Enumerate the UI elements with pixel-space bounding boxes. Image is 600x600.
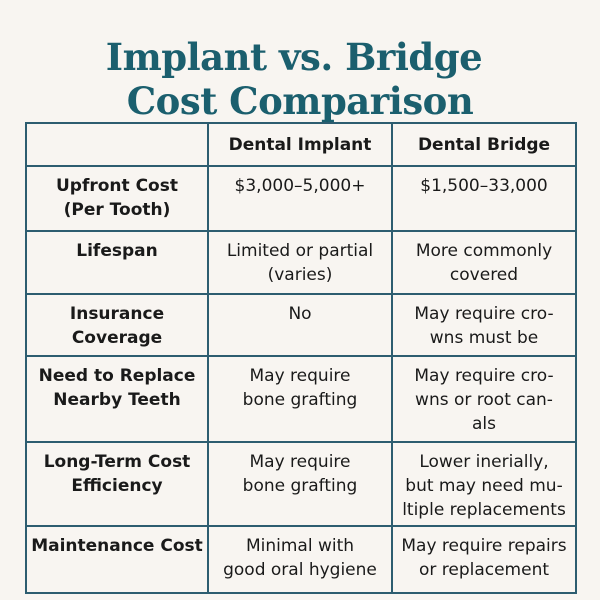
row-label-line: Maintenance Cost [31,536,203,556]
implant-cell: $3,000–5,000+ [207,165,393,232]
cell-line: $1,500–33,000 [420,176,548,196]
row-label-line: Lifespan [76,241,158,261]
row-label: Maintenance Cost [25,525,209,594]
header-empty-cell [25,122,209,167]
row-label-line: Upfront Cost [56,176,178,196]
cell-line: ltiple replacements [402,500,566,520]
table-row-upfront-cost: Upfront Cost (Per Tooth) $3,000–5,000+ $… [25,165,577,232]
implant-cell: May require bone grafting [207,441,393,527]
row-label: Insurance Coverage [25,293,209,357]
row-label-line: Nearby Teeth [53,390,181,410]
row-label: Lifespan [25,230,209,295]
row-label-line: (Per Tooth) [63,200,171,220]
table-row-long-term-cost-efficiency: Long-Term Cost Efficiency May require bo… [25,441,577,527]
comparison-table: Dental Implant Dental Bridge Upfront Cos… [25,122,577,594]
cell-line: or replacement [418,560,550,580]
cell-line: May require cro- [414,366,554,386]
cell-line: Limited or partial [226,241,374,261]
implant-cell: Limited or partial (varies) [207,230,393,295]
bridge-cell: May require cro- wns must be [391,293,577,357]
row-label-line: Coverage [71,328,163,348]
cell-line: May require [249,366,351,386]
title-line-2: Cost Comparison [126,78,474,123]
cell-line: als [472,414,496,434]
bridge-cell: May require cro- wns or root can- als [391,355,577,443]
row-label: Upfront Cost (Per Tooth) [25,165,209,232]
table-row-insurance-coverage: Insurance Coverage No May require cro- w… [25,293,577,357]
cell-line: wns must be [429,328,539,348]
cell-line: May require cro- [414,304,554,324]
row-label-line: Efficiency [71,476,163,496]
cell-line: covered [449,265,519,285]
table-row-maintenance-cost: Maintenance Cost Minimal with good oral … [25,525,577,594]
row-label-line: Long-Term Cost [43,452,191,472]
implant-cell: May require bone grafting [207,355,393,443]
cell-line: Lower inerially, [419,452,549,472]
cell-line: Minimal with [245,536,355,556]
cell-line: but may need mu- [405,476,563,496]
table-row-lifespan: Lifespan Limited or partial (varies) Mor… [25,230,577,295]
table-header-row: Dental Implant Dental Bridge [25,122,577,167]
title-line-1: Implant vs. Bridge [105,34,483,79]
cell-line: good oral hygiene [223,560,377,580]
cell-line: $3,000–5,000+ [234,176,366,196]
cell-line: bone grafting [242,390,358,410]
page-title: Implant vs. Bridge Cost Comparison [0,35,600,123]
row-label-line: Insurance [69,304,165,324]
cell-line: bone grafting [242,476,358,496]
cell-line: wns or root can- [415,390,553,410]
header-dental-implant: Dental Implant [207,122,393,167]
bridge-cell: May require repairs or replacement [391,525,577,594]
cell-line: (varies) [267,265,333,285]
row-label: Long-Term Cost Efficiency [25,441,209,527]
bridge-cell: $1,500–33,000 [391,165,577,232]
bridge-cell: More commonly covered [391,230,577,295]
table-row-need-to-replace-nearby-teeth: Need to Replace Nearby Teeth May require… [25,355,577,443]
cell-line: No [288,304,312,324]
cell-line: More commonly [415,241,553,261]
bridge-cell: Lower inerially, but may need mu- ltiple… [391,441,577,527]
implant-cell: Minimal with good oral hygiene [207,525,393,594]
cell-line: May require [249,452,351,472]
implant-cell: No [207,293,393,357]
header-dental-bridge: Dental Bridge [391,122,577,167]
cell-line: May require repairs [401,536,567,556]
row-label-line: Need to Replace [38,366,196,386]
row-label: Need to Replace Nearby Teeth [25,355,209,443]
